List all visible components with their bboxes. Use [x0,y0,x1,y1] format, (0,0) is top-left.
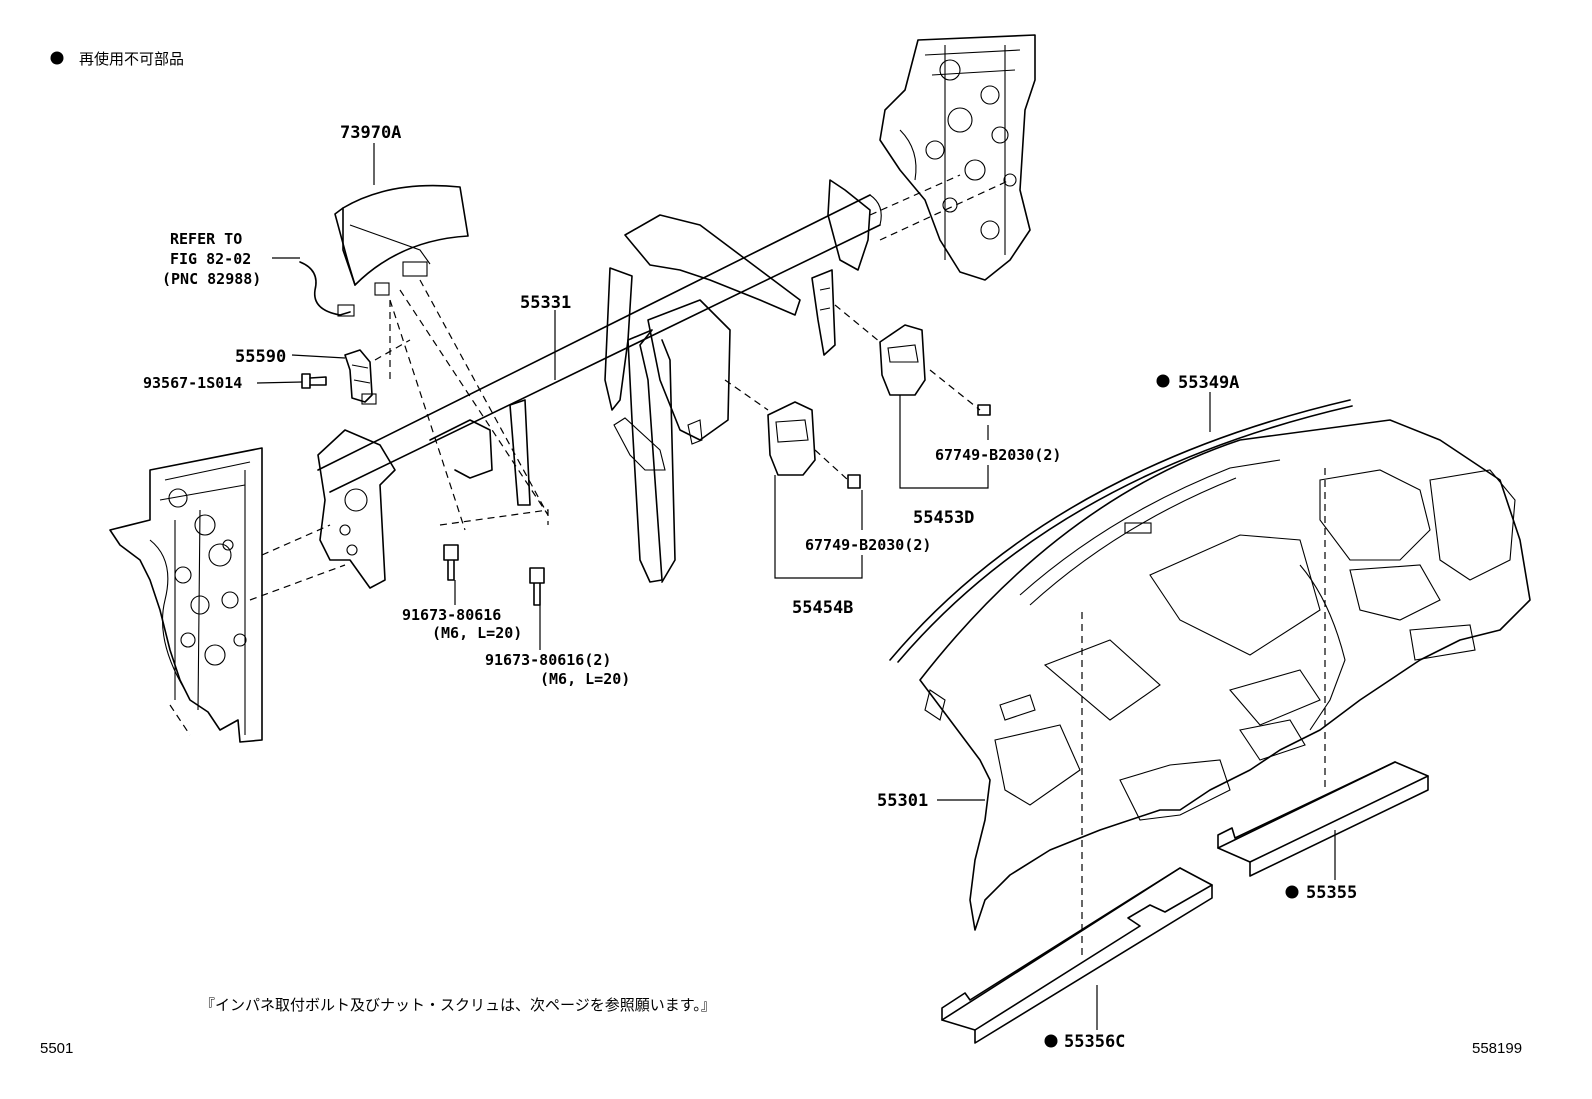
label-91673-a-spec: (M6, L=20) [432,624,522,642]
label-67749-b: 67749-B2030(2) [805,536,931,554]
label-91673-a: 91673-80616 [402,606,501,624]
legend-text: 再使用不可部品 [79,50,184,68]
label-55453D: 55453D [913,508,974,528]
label-55356C: 55356C [1064,1032,1125,1052]
label-refer-line1: REFER TO [170,230,242,248]
wire-harness-refer [272,257,355,317]
footnote-text: 『インパネ取付ボルト及びナット・スクリュは、次ページを参照願います。』 [200,996,716,1014]
part-55331-beam [317,179,882,589]
label-refer-line3: (PNC 82988) [162,270,261,288]
legend-bullet-icon [50,51,64,65]
non-reusable-bullet-icon [1156,374,1170,388]
label-73970A: 73970A [340,123,401,143]
left-body-panel [109,447,263,743]
label-55590: 55590 [235,347,286,367]
label-55349A: 55349A [1178,373,1239,393]
part-55356C-pad [941,867,1213,1044]
label-67749-a: 67749-B2030(2) [935,446,1061,464]
label-refer-line2: FIG 82-02 [170,250,251,268]
part-55301-instrument-panel [919,419,1531,931]
label-91673-b: 91673-80616(2) [485,651,611,669]
part-55590-bracket [344,349,377,405]
part-73970A-airbag [334,184,469,296]
leader-lines [256,143,1336,1030]
part-55355-pad [1217,761,1429,877]
label-91673-b-spec: (M6, L=20) [540,670,630,688]
part-93567-screw [301,373,327,389]
illustration-number: 558199 [1472,1040,1522,1057]
non-reusable-bullet-icon [1285,885,1299,899]
page-code-left: 5501 [40,1040,73,1057]
label-55355: 55355 [1306,883,1357,903]
assembly-dashed-lines [249,174,1326,955]
part-55454B-bracket [767,401,861,489]
part-91673-bolts [443,544,545,606]
label-55454B: 55454B [792,598,853,618]
non-reusable-bullet-icon [1044,1034,1058,1048]
part-55453D-bracket [879,324,991,416]
label-55301: 55301 [877,791,928,811]
part-55349A-strip [889,399,1353,663]
label-55331: 55331 [520,293,571,313]
right-body-panel [879,34,1036,281]
label-93567: 93567-1S014 [143,374,242,392]
